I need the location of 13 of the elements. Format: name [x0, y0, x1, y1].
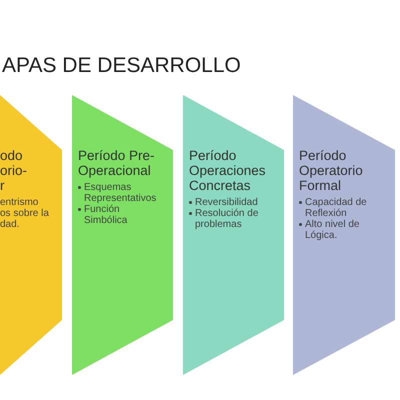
stage-heading: Período Operaciones Concretas [189, 148, 267, 193]
stage-heading: odo orio- r [0, 148, 28, 193]
bullet-text: os sobre la dad. [0, 208, 50, 230]
bullet-text: Capacidad de Reflexión [305, 197, 368, 219]
stage-heading: Período Pre-Operacional [78, 148, 156, 178]
bullet-text: Alto nivel de Lógica. [305, 219, 360, 241]
title: APAS DE DESARROLLO [2, 55, 241, 76]
bullet-text: Función Simbólica [84, 204, 128, 226]
bullet-text: Reversibilidad [195, 197, 258, 208]
bullet-text: Resolución de problemas [195, 208, 260, 230]
bullet-text: Esquemas Representativos [84, 182, 158, 204]
stage-heading: Período Operatorio Formal [299, 148, 364, 193]
bullet-text: entrismo [0, 197, 38, 208]
